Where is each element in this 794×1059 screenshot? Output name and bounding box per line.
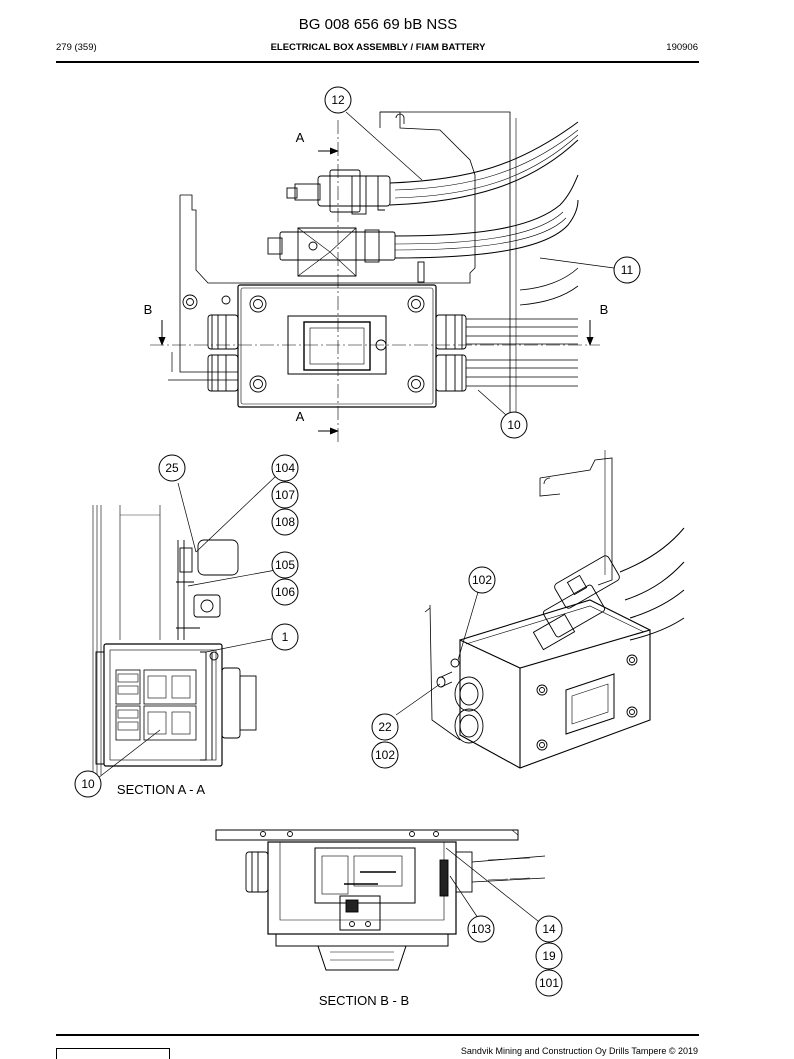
callout-102-upper: 102	[472, 573, 492, 587]
section-aa-view	[92, 475, 277, 779]
section-bb-view	[215, 829, 546, 971]
header-rule	[56, 61, 699, 63]
section-marker-b-left: B	[144, 302, 153, 317]
callout-101: 101	[539, 976, 559, 990]
footer-copyright: Sandvik Mining and Construction Oy Drill…	[460, 1046, 698, 1056]
top-view	[150, 111, 615, 445]
document-title: BG 008 656 69 bB NSS	[298, 16, 458, 33]
callout-102-lower: 102	[375, 748, 395, 762]
callout-103: 103	[471, 922, 491, 936]
callout-12: 12	[331, 93, 345, 107]
callout-108: 108	[275, 515, 295, 529]
callout-107: 107	[275, 488, 295, 502]
callout-balloons	[74, 86, 641, 997]
caption-section-bb: SECTION B - B	[319, 993, 409, 1008]
callout-10-top: 10	[507, 418, 521, 432]
caption-section-aa: SECTION A - A	[117, 782, 205, 797]
callout-104: 104	[275, 461, 295, 475]
callout-11: 11	[621, 263, 634, 277]
callout-25: 25	[165, 461, 179, 475]
section-title: ELECTRICAL BOX ASSEMBLY / FIAM BATTERY	[270, 42, 486, 53]
document-date: 190906	[666, 42, 698, 53]
footer-rule	[56, 1034, 699, 1036]
section-marker-a-bottom: A	[296, 409, 305, 424]
callout-106: 106	[275, 585, 295, 599]
page-number: 279 (359)	[56, 42, 97, 53]
sandvik-logo	[56, 1048, 170, 1059]
section-marker-b-right: B	[600, 302, 609, 317]
isometric-view	[395, 450, 685, 769]
callout-10-section: 10	[81, 777, 95, 791]
callout-105: 105	[275, 558, 295, 572]
callout-19: 19	[542, 949, 556, 963]
callout-22: 22	[378, 720, 392, 734]
section-marker-a-top: A	[296, 130, 305, 145]
callout-14: 14	[542, 922, 556, 936]
callout-1: 1	[282, 630, 289, 644]
